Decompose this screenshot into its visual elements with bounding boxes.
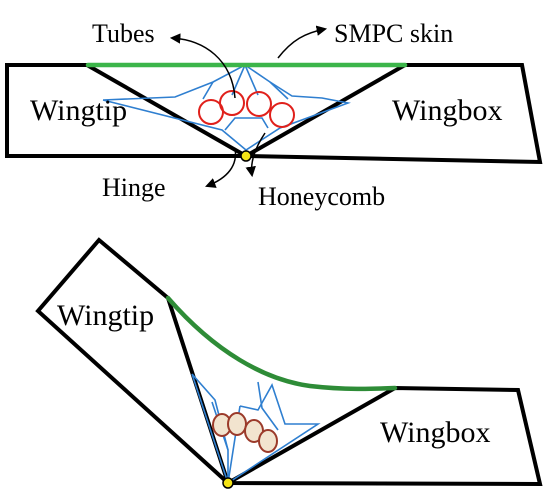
smpc-skin-label: SMPC skin bbox=[334, 19, 453, 48]
hinge-callout-arrow bbox=[205, 147, 237, 188]
tube-folded-2 bbox=[227, 412, 247, 436]
smpc-skin-callout-arrow bbox=[277, 25, 328, 59]
wingbox-label-folded: Wingbox bbox=[380, 416, 490, 449]
v-cutout-left-edge bbox=[86, 63, 247, 158]
wingbox-section-folded bbox=[227, 385, 543, 487]
folded-configuration: Wingtip Wingbox bbox=[35, 237, 543, 489]
honeycomb-top bbox=[102, 64, 351, 151]
wingtip-section-top bbox=[5, 63, 246, 158]
wingtip-label-top: Wingtip bbox=[30, 94, 127, 127]
tube-folded-4 bbox=[258, 429, 278, 453]
tube-4 bbox=[269, 102, 295, 128]
tubes-folded bbox=[212, 412, 278, 453]
tubes-label: Tubes bbox=[92, 19, 155, 48]
hinge-pin-folded bbox=[222, 477, 234, 489]
tubes-top bbox=[198, 90, 295, 128]
tube-3 bbox=[246, 91, 272, 117]
honeycomb-callout-arrow bbox=[245, 132, 266, 178]
unfolded-configuration: Tubes SMPC skin Wingtip Wingbox Hinge Ho… bbox=[5, 19, 543, 211]
hinge-pin-top bbox=[240, 150, 252, 162]
honeycomb-label: Honeycomb bbox=[258, 182, 385, 211]
hinge-label: Hinge bbox=[102, 173, 166, 202]
wingbox-section-top bbox=[245, 63, 543, 165]
smpc-skin-folded bbox=[165, 295, 398, 392]
wingbox-label-top: Wingbox bbox=[392, 94, 502, 127]
wingtip-label-folded: Wingtip bbox=[57, 299, 154, 332]
tubes-callout-arrow bbox=[169, 33, 236, 99]
wingtip-section-folded bbox=[35, 237, 230, 485]
tube-2 bbox=[219, 90, 245, 116]
